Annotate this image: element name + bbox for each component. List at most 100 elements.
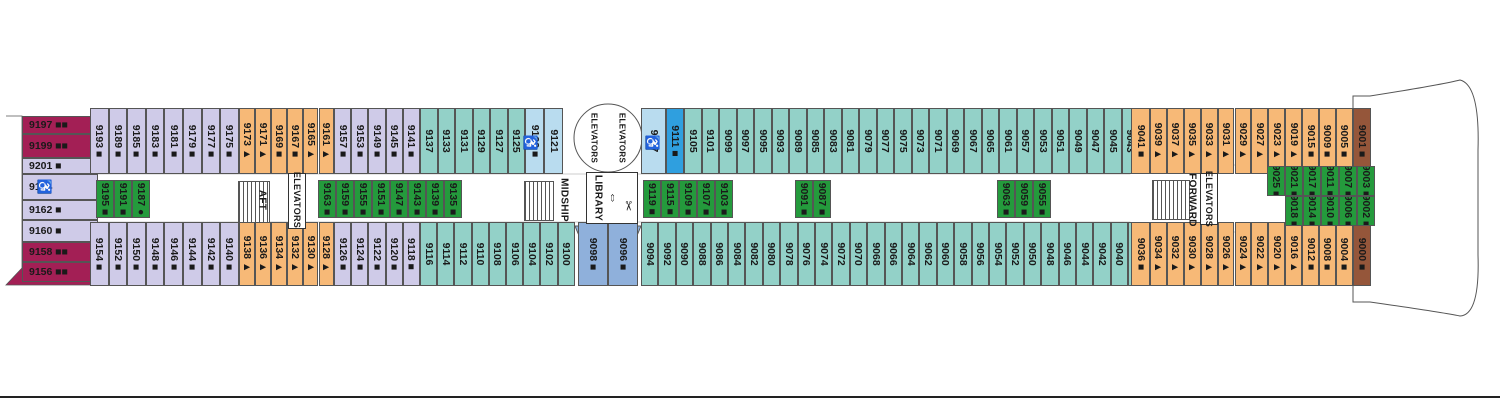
cabin[interactable]: 9155 ■	[354, 180, 372, 218]
cabin[interactable]: 9064	[902, 222, 920, 286]
cabin[interactable]: 9096 ■	[608, 222, 638, 286]
cabin[interactable]: 9109 ■	[679, 180, 697, 218]
cabin[interactable]: 9039 ▲	[1150, 108, 1167, 174]
cabin[interactable]: 9020 ▲	[1268, 222, 1286, 286]
cabin[interactable]: 9079	[859, 108, 877, 174]
cabin[interactable]: 9077	[876, 108, 894, 174]
cabin[interactable]: 9027 ▲	[1251, 108, 1269, 174]
cabin[interactable]: 9104	[523, 222, 541, 286]
cabin[interactable]: 9129	[472, 108, 490, 174]
cabin[interactable]: 9105	[684, 108, 702, 174]
cabin[interactable]: 9080	[762, 222, 781, 286]
cabin[interactable]: 9112	[454, 222, 472, 286]
cabin[interactable]: 9101	[701, 108, 719, 174]
cabin[interactable]: 9030 ▲	[1183, 222, 1201, 286]
cabin[interactable]: 9044	[1076, 222, 1094, 286]
cabin[interactable]: 9099	[719, 108, 737, 174]
cabin[interactable]: 9140 ■	[220, 222, 239, 286]
cabin[interactable]: 9183 ■	[145, 108, 165, 174]
cabin[interactable]: 9000 ■	[1353, 222, 1371, 286]
cabin[interactable]: 9163 ■	[318, 180, 336, 218]
cabin[interactable]: 9033 ▲	[1200, 108, 1218, 174]
cabin[interactable]: 9107 ■	[697, 180, 715, 218]
cabin[interactable]: 9141 ■	[402, 108, 420, 174]
cabin[interactable]: 9097	[736, 108, 754, 174]
cabin[interactable]: 9041 ■	[1131, 108, 1150, 174]
cabin[interactable]: 9037 ▲	[1166, 108, 1184, 174]
cabin[interactable]: 9152 ■	[108, 222, 128, 286]
cabin[interactable]: 9042	[1093, 222, 1111, 286]
cabin[interactable]: 9121	[544, 108, 563, 174]
cabin[interactable]: 9076	[797, 222, 815, 286]
cabin[interactable]: 9024 ▲	[1234, 222, 1252, 286]
cabin[interactable]: 9179 ■	[183, 108, 202, 174]
cabin[interactable]: 9054	[989, 222, 1007, 286]
cabin[interactable]: 9034 ▲	[1150, 222, 1167, 286]
cabin[interactable]: 9070	[849, 222, 868, 286]
cabin[interactable]: 9169 ■	[270, 108, 287, 174]
cabin[interactable]: 9009 ■	[1319, 108, 1336, 174]
cabin[interactable]: 9031 ▲	[1217, 108, 1235, 174]
cabin[interactable]: 9106	[506, 222, 524, 286]
cabin[interactable]: 9103 ■	[715, 180, 733, 218]
cabin[interactable]: 9116	[420, 222, 438, 286]
cabin[interactable]: 9153 ■	[351, 108, 369, 174]
cabin[interactable]: 9067	[964, 108, 982, 174]
cabin[interactable]: 9040	[1110, 222, 1129, 286]
cabin[interactable]: 9115 ■	[661, 180, 679, 218]
cabin[interactable]: 9167 ■	[286, 108, 303, 174]
cabin[interactable]: 9073	[911, 108, 929, 174]
cabin[interactable]: 9128 ▲	[318, 222, 335, 286]
cabin[interactable]: 9065	[981, 108, 999, 174]
cabin[interactable]: 9035 ▲	[1183, 108, 1201, 174]
cabin[interactable]: 9134 ▲	[270, 222, 287, 286]
cabin[interactable]: 9195 ■	[96, 180, 114, 218]
cabin[interactable]: 9137	[420, 108, 438, 174]
cabin[interactable]: 9089	[789, 108, 807, 174]
cabin[interactable]: 9018 ■	[1285, 196, 1303, 226]
cabin[interactable]: 9072	[832, 222, 850, 286]
cabin[interactable]: 9124 ■	[351, 222, 369, 286]
cabin[interactable]: 9092	[658, 222, 676, 286]
cabin[interactable]: 9017 ■	[1303, 166, 1321, 196]
cabin[interactable]: 9165 ▲	[302, 108, 319, 174]
cabin[interactable]: 9138 ▲	[239, 222, 255, 286]
cabin[interactable]: 9016 ▲	[1285, 222, 1303, 286]
cabin[interactable]: 9022 ▲	[1251, 222, 1269, 286]
cabin[interactable]: 9197 ■■	[22, 116, 98, 134]
cabin[interactable]: 9185 ■	[127, 108, 146, 174]
cabin[interactable]: 9175 ■	[220, 108, 239, 174]
cabin[interactable]: 9160 ■	[22, 220, 98, 242]
cabin[interactable]: 9047	[1086, 108, 1104, 174]
cabin[interactable]: 9127	[490, 108, 508, 174]
cabin[interactable]: 9063 ■	[997, 180, 1015, 218]
cabin[interactable]: 9084	[728, 222, 746, 286]
cabin[interactable]: 9087 ■	[813, 180, 831, 218]
cabin[interactable]: 9133	[437, 108, 455, 174]
cabin[interactable]: 9074	[815, 222, 833, 286]
cabin[interactable]: 9090	[675, 222, 694, 286]
cabin[interactable]: 9125	[507, 108, 525, 174]
cabin[interactable]: 9120 ■	[385, 222, 403, 286]
cabin[interactable]: 9102	[540, 222, 558, 286]
cabin[interactable]: 9123 ■	[525, 108, 544, 174]
cabin[interactable]: 9145 ■	[385, 108, 403, 174]
cabin[interactable]: 9143 ■	[408, 180, 426, 218]
cabin[interactable]: 9111 ■	[666, 108, 684, 174]
cabin[interactable]: 9029 ▲	[1234, 108, 1252, 174]
cabin[interactable]: 9098 ■	[578, 222, 608, 286]
cabin[interactable]: 9028 ▲	[1200, 222, 1218, 286]
cabin[interactable]: 9085	[806, 108, 824, 174]
cabin[interactable]: 9131	[455, 108, 473, 174]
cabin[interactable]: 9156 ■■	[22, 262, 98, 282]
cabin[interactable]: 9058	[954, 222, 972, 286]
cabin[interactable]: 9191 ■	[114, 180, 132, 218]
cabin[interactable]: 9053	[1034, 108, 1052, 174]
cabin[interactable]: 9014 ■	[1303, 196, 1321, 226]
cabin[interactable]: 9048	[1041, 222, 1059, 286]
cabin[interactable]: 9082	[745, 222, 763, 286]
cabin[interactable]: 9177 ■	[201, 108, 221, 174]
cabin[interactable]: 9015 ■	[1302, 108, 1319, 174]
cabin[interactable]: 9026 ▲	[1217, 222, 1235, 286]
cabin[interactable]: 9002 ■	[1357, 196, 1375, 226]
